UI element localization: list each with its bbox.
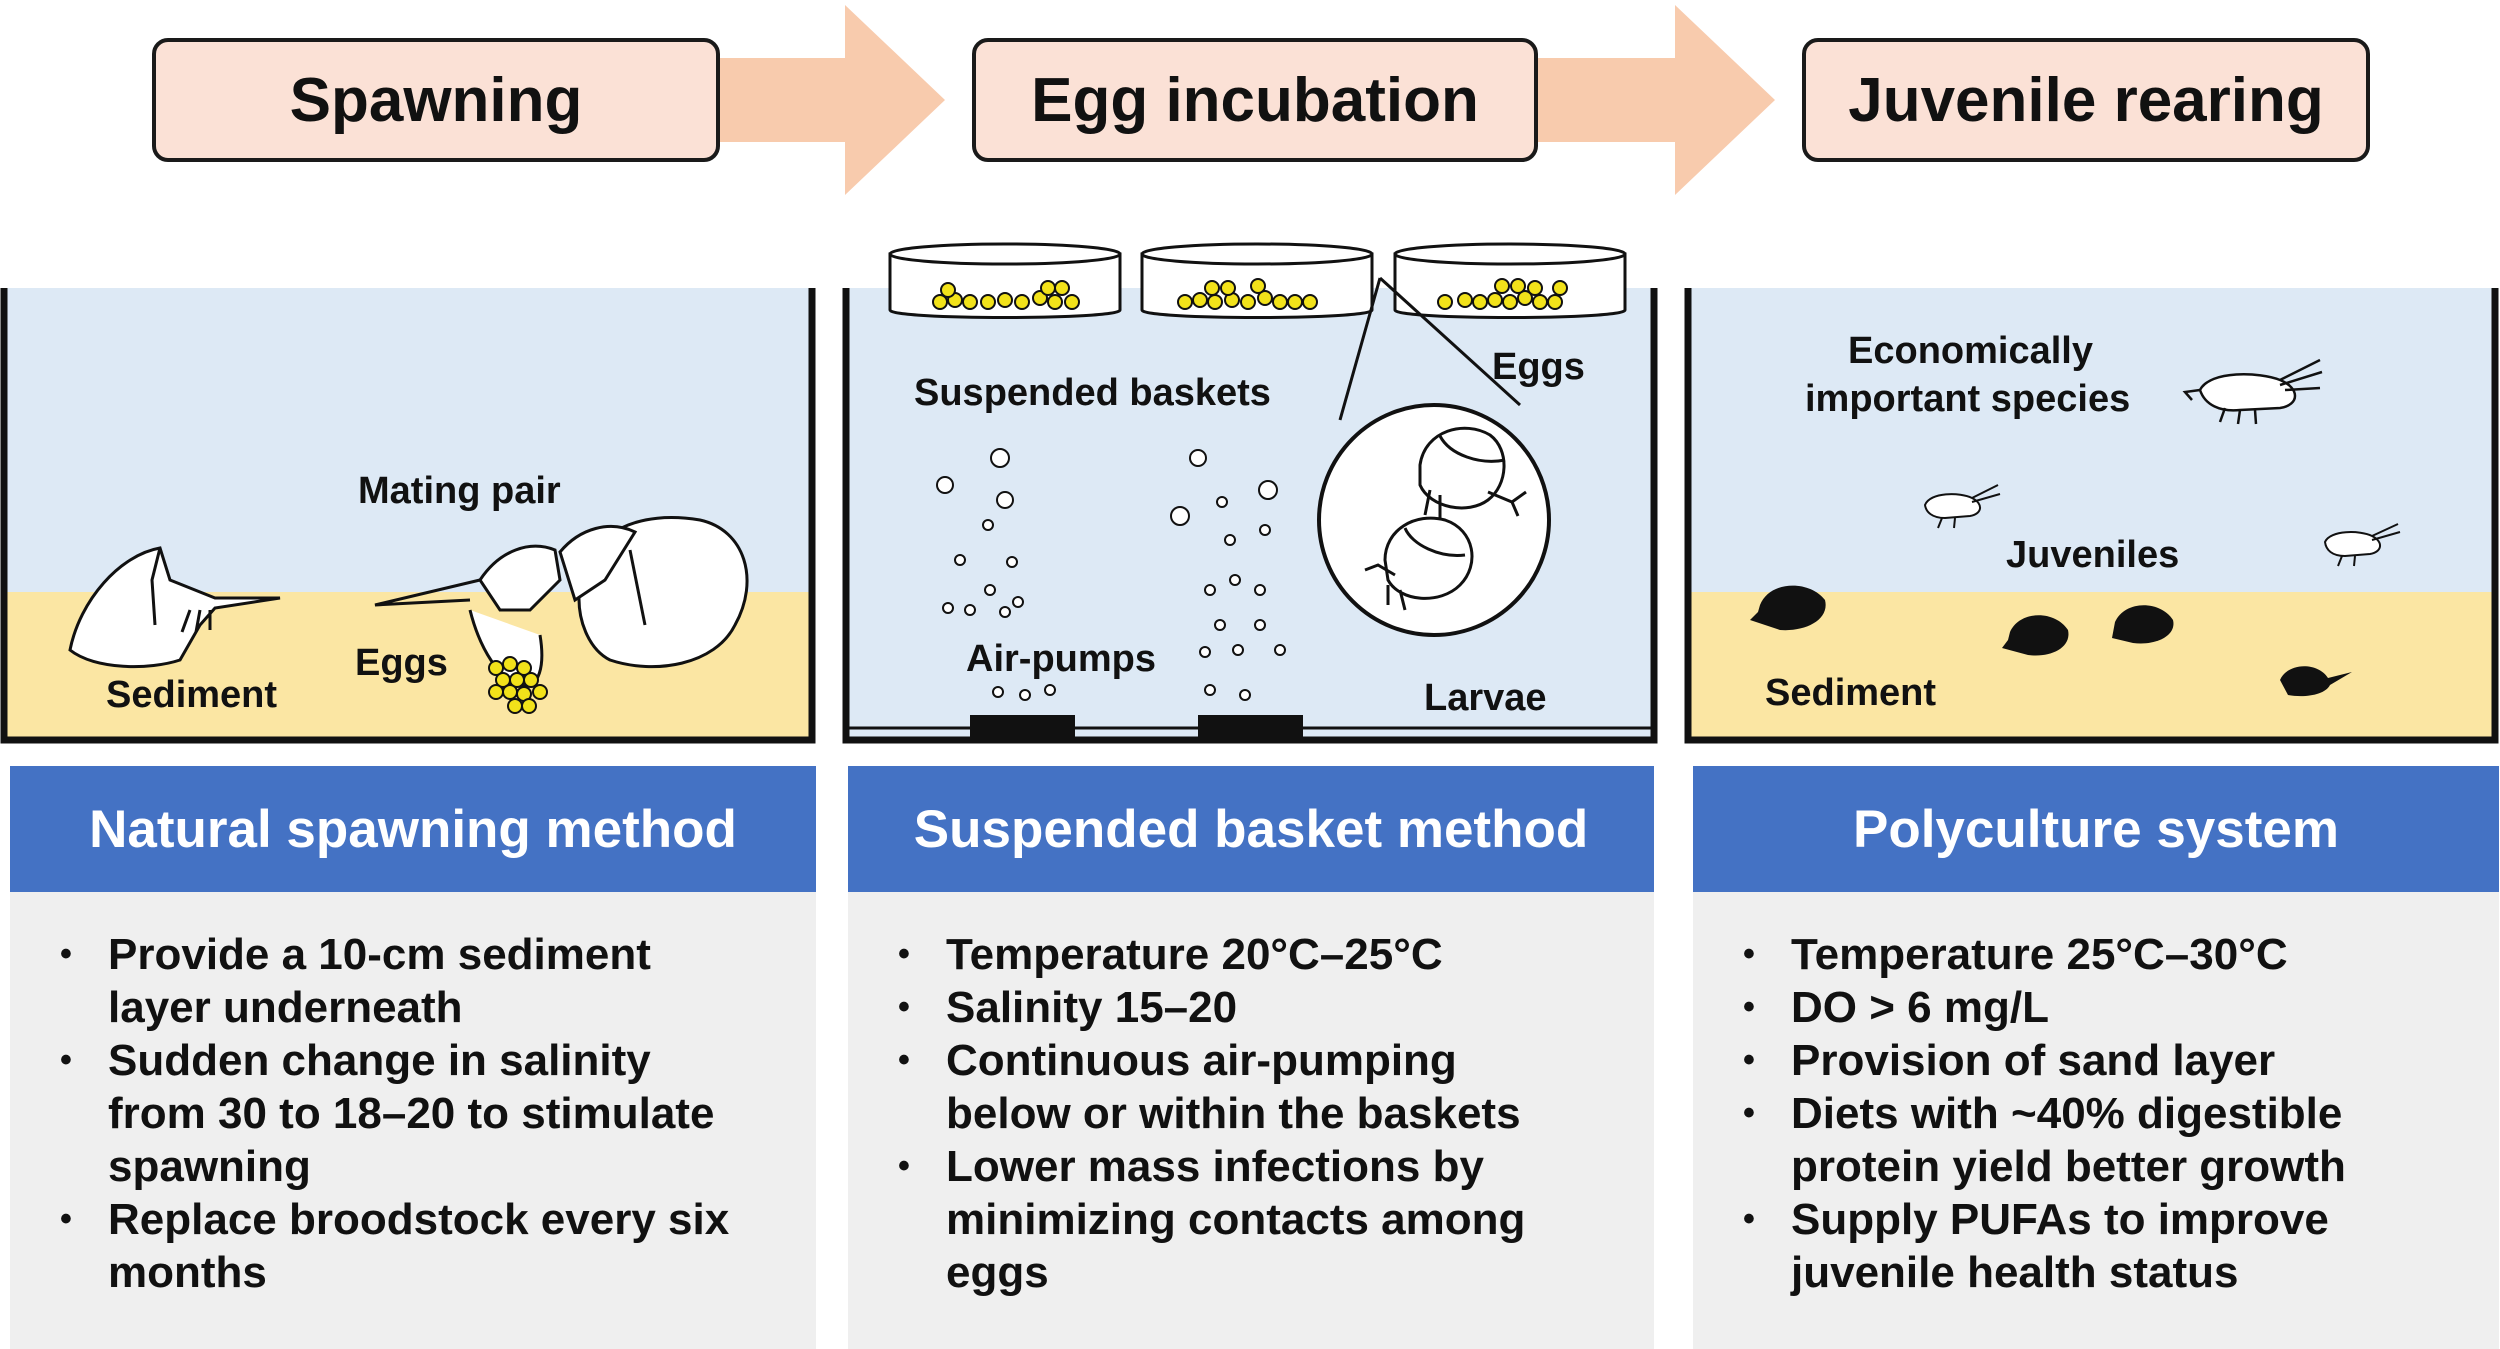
label-larvae: Larvae: [1424, 677, 1547, 719]
larva-icon: [1418, 426, 1527, 520]
basket-eggs: [932, 278, 1568, 310]
bullet-item: Provide a 10-cm sediment layer underneat…: [58, 928, 776, 1034]
shrimp-icon: [1923, 484, 2001, 529]
method-natural-spawning: Natural spawning method: [10, 766, 816, 892]
stage-juvenile-rearing: Juvenile rearing: [1802, 38, 2370, 162]
bullet-item: Temperature 20°C–25°C: [896, 928, 1614, 981]
stage-spawning: Spawning: [152, 38, 720, 162]
label-air-pumps: Air-pumps: [966, 638, 1156, 680]
shrimp-icon: [2323, 523, 2401, 567]
label-juveniles: Juveniles: [2006, 534, 2180, 576]
bullet-item: Replace broodstock every six months: [58, 1193, 776, 1299]
incubation-tank: [842, 242, 1658, 744]
bullet-item: Sudden change in salinity from 30 to 18–…: [58, 1034, 776, 1193]
spawning-tank: [0, 288, 816, 744]
bullet-item: Temperature 25°C–30°C: [1741, 928, 2459, 981]
notes-natural-spawning: Provide a 10-cm sediment layer underneat…: [10, 892, 816, 1349]
label-rearing-sediment: Sediment: [1765, 672, 1937, 714]
notes-suspended-basket: Temperature 20°C–25°C Salinity 15–20 Con…: [848, 892, 1654, 1349]
label-economic-species-1: Economically: [1848, 330, 2093, 372]
label-suspended-baskets: Suspended baskets: [914, 372, 1271, 414]
larva-icon: [1364, 516, 1474, 611]
bullet-item: Salinity 15–20: [896, 981, 1614, 1034]
label-economic-species-2: important species: [1805, 378, 2131, 420]
horseshoe-crab-icon: [1750, 585, 2352, 697]
notes-polyculture: Temperature 25°C–30°C DO > 6 mg/L Provis…: [1693, 892, 2499, 1349]
label-spawning-sediment: Sediment: [106, 674, 278, 716]
flow-arrow-1: [720, 5, 945, 195]
method-polyculture: Polyculture system: [1693, 766, 2499, 892]
rearing-tank: [1684, 288, 2499, 744]
shrimp-icon: [2182, 358, 2323, 425]
bullet-item: Provision of sand layer: [1741, 1034, 2459, 1087]
bullet-item: DO > 6 mg/L: [1741, 981, 2459, 1034]
bullet-item: Continuous air-pumping below or within t…: [896, 1034, 1614, 1140]
spawning-egg-cluster: [488, 656, 548, 714]
stage-egg-incubation: Egg incubation: [972, 38, 1538, 162]
air-bubble-icon: [936, 448, 1286, 701]
bullet-item: Diets with ~40% digestible protein yield…: [1741, 1087, 2459, 1193]
label-incubation-eggs: Eggs: [1492, 346, 1585, 388]
horseshoe-crab-icon: [68, 546, 281, 668]
label-spawning-eggs: Eggs: [355, 642, 448, 684]
flow-arrows: [720, 5, 1775, 195]
bullet-item: Supply PUFAs to improve juvenile health …: [1741, 1193, 2459, 1299]
flow-arrow-2: [1535, 5, 1775, 195]
rearing-sediment-layer: [1688, 592, 2496, 740]
air-pump-left: [970, 715, 1075, 740]
air-pump-right: [1198, 715, 1303, 740]
label-mating-pair: Mating pair: [358, 470, 561, 512]
method-suspended-basket: Suspended basket method: [848, 766, 1654, 892]
bullet-item: Lower mass infections by minimizing cont…: [896, 1140, 1614, 1299]
